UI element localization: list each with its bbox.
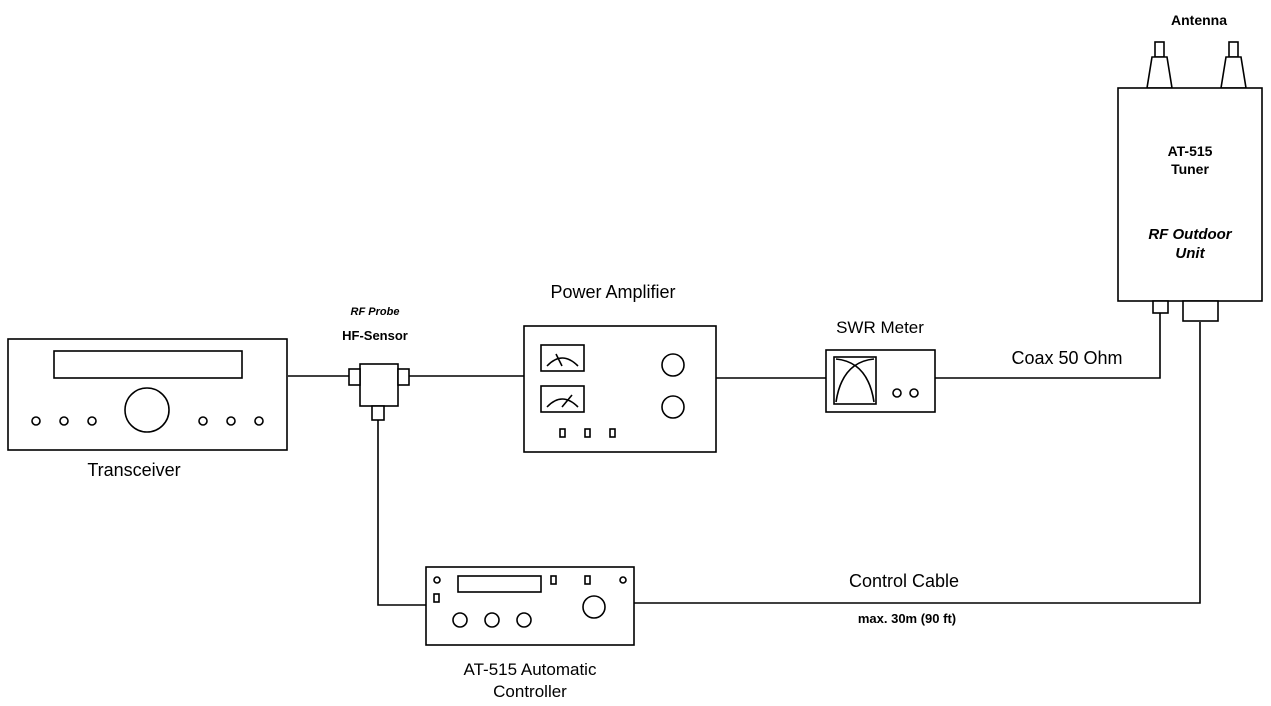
power-amplifier: Power Amplifier [523,282,717,453]
tuner-label-line1: AT-515 [1168,143,1213,159]
outdoor-unit-label-line1: RF Outdoor [1148,226,1232,243]
tuner-label-line2: Tuner [1171,161,1209,177]
transceiver-knob-1 [31,416,41,426]
wire-sensor-to-controller [377,420,426,606]
power-amplifier-switch-1 [559,428,566,438]
hf-sensor-port-left [348,368,361,386]
antenna-2-tip [1228,41,1239,58]
hf-sensor: RF Probe HF-Sensor [342,306,410,421]
swr-meter-knob-2 [909,388,919,398]
transceiver-knob-4 [198,416,208,426]
power-amplifier-meter-2 [540,385,585,413]
wire-coax-to-tuner [935,313,1161,379]
transceiver-tuning-knob [124,387,170,433]
meter-1-needle-icon [546,353,579,367]
controller-switch-1 [433,593,440,603]
tuner-outdoor-unit: AT-515 Tuner RF Outdoor Unit [1117,87,1263,322]
automatic-controller: AT-515 Automatic Controller [425,566,635,701]
transceiver-knob-5 [226,416,236,426]
antenna-2-base [1220,56,1247,89]
power-amplifier-label: Power Amplifier [550,282,675,302]
transceiver-label: Transceiver [87,460,180,480]
power-amplifier-knob-bottom [661,395,685,419]
max-length-label: max. 30m (90 ft) [858,611,956,626]
swr-meter-label: SWR Meter [836,318,924,337]
power-amplifier-knob-top [661,353,685,377]
controller-label-line2: Controller [493,682,567,701]
controller-switch-2 [550,575,557,585]
rf-probe-label: RF Probe [351,306,400,318]
tuner-body [1117,87,1263,302]
hf-sensor-body [359,363,399,407]
power-amplifier-switch-2 [584,428,591,438]
swr-meter: SWR Meter [825,318,936,413]
controller-knob-1 [452,612,468,628]
transceiver-display [53,350,243,379]
power-amplifier-body [523,325,717,453]
transceiver-knob-6 [254,416,264,426]
controller-knob-3 [516,612,532,628]
controller-big-knob [582,595,606,619]
controller-label-line1: AT-515 Automatic [464,660,597,679]
controller-display [457,575,542,593]
control-cable-label: Control Cable [849,571,959,591]
transceiver: Transceiver [7,338,288,480]
transceiver-knob-2 [59,416,69,426]
swr-meter-knob-1 [892,388,902,398]
controller-led-2 [619,576,627,584]
controller-led-1 [433,576,441,584]
wire-control-cable [634,322,1201,604]
antenna-1-base [1146,56,1173,89]
hf-sensor-port-right [397,368,410,386]
swr-meter-needles-icon [835,358,875,403]
wires [288,313,1201,606]
antennas: Antenna [1146,12,1247,89]
outdoor-unit-label-line2: Unit [1175,245,1205,262]
power-amplifier-switch-3 [609,428,616,438]
hf-sensor-label: HF-Sensor [342,328,408,343]
meter-2-needle-icon [546,394,579,408]
tuner-coax-connector [1152,300,1169,314]
hf-sensor-port-bottom [371,405,385,421]
transceiver-knob-3 [87,416,97,426]
swr-meter-gauge [833,356,877,405]
controller-switch-3 [584,575,591,585]
controller-knob-2 [484,612,500,628]
tuner-control-connector [1182,300,1219,322]
coax-label: Coax 50 Ohm [1011,348,1122,368]
antenna-1-tip [1154,41,1165,58]
antenna-label: Antenna [1171,12,1227,28]
